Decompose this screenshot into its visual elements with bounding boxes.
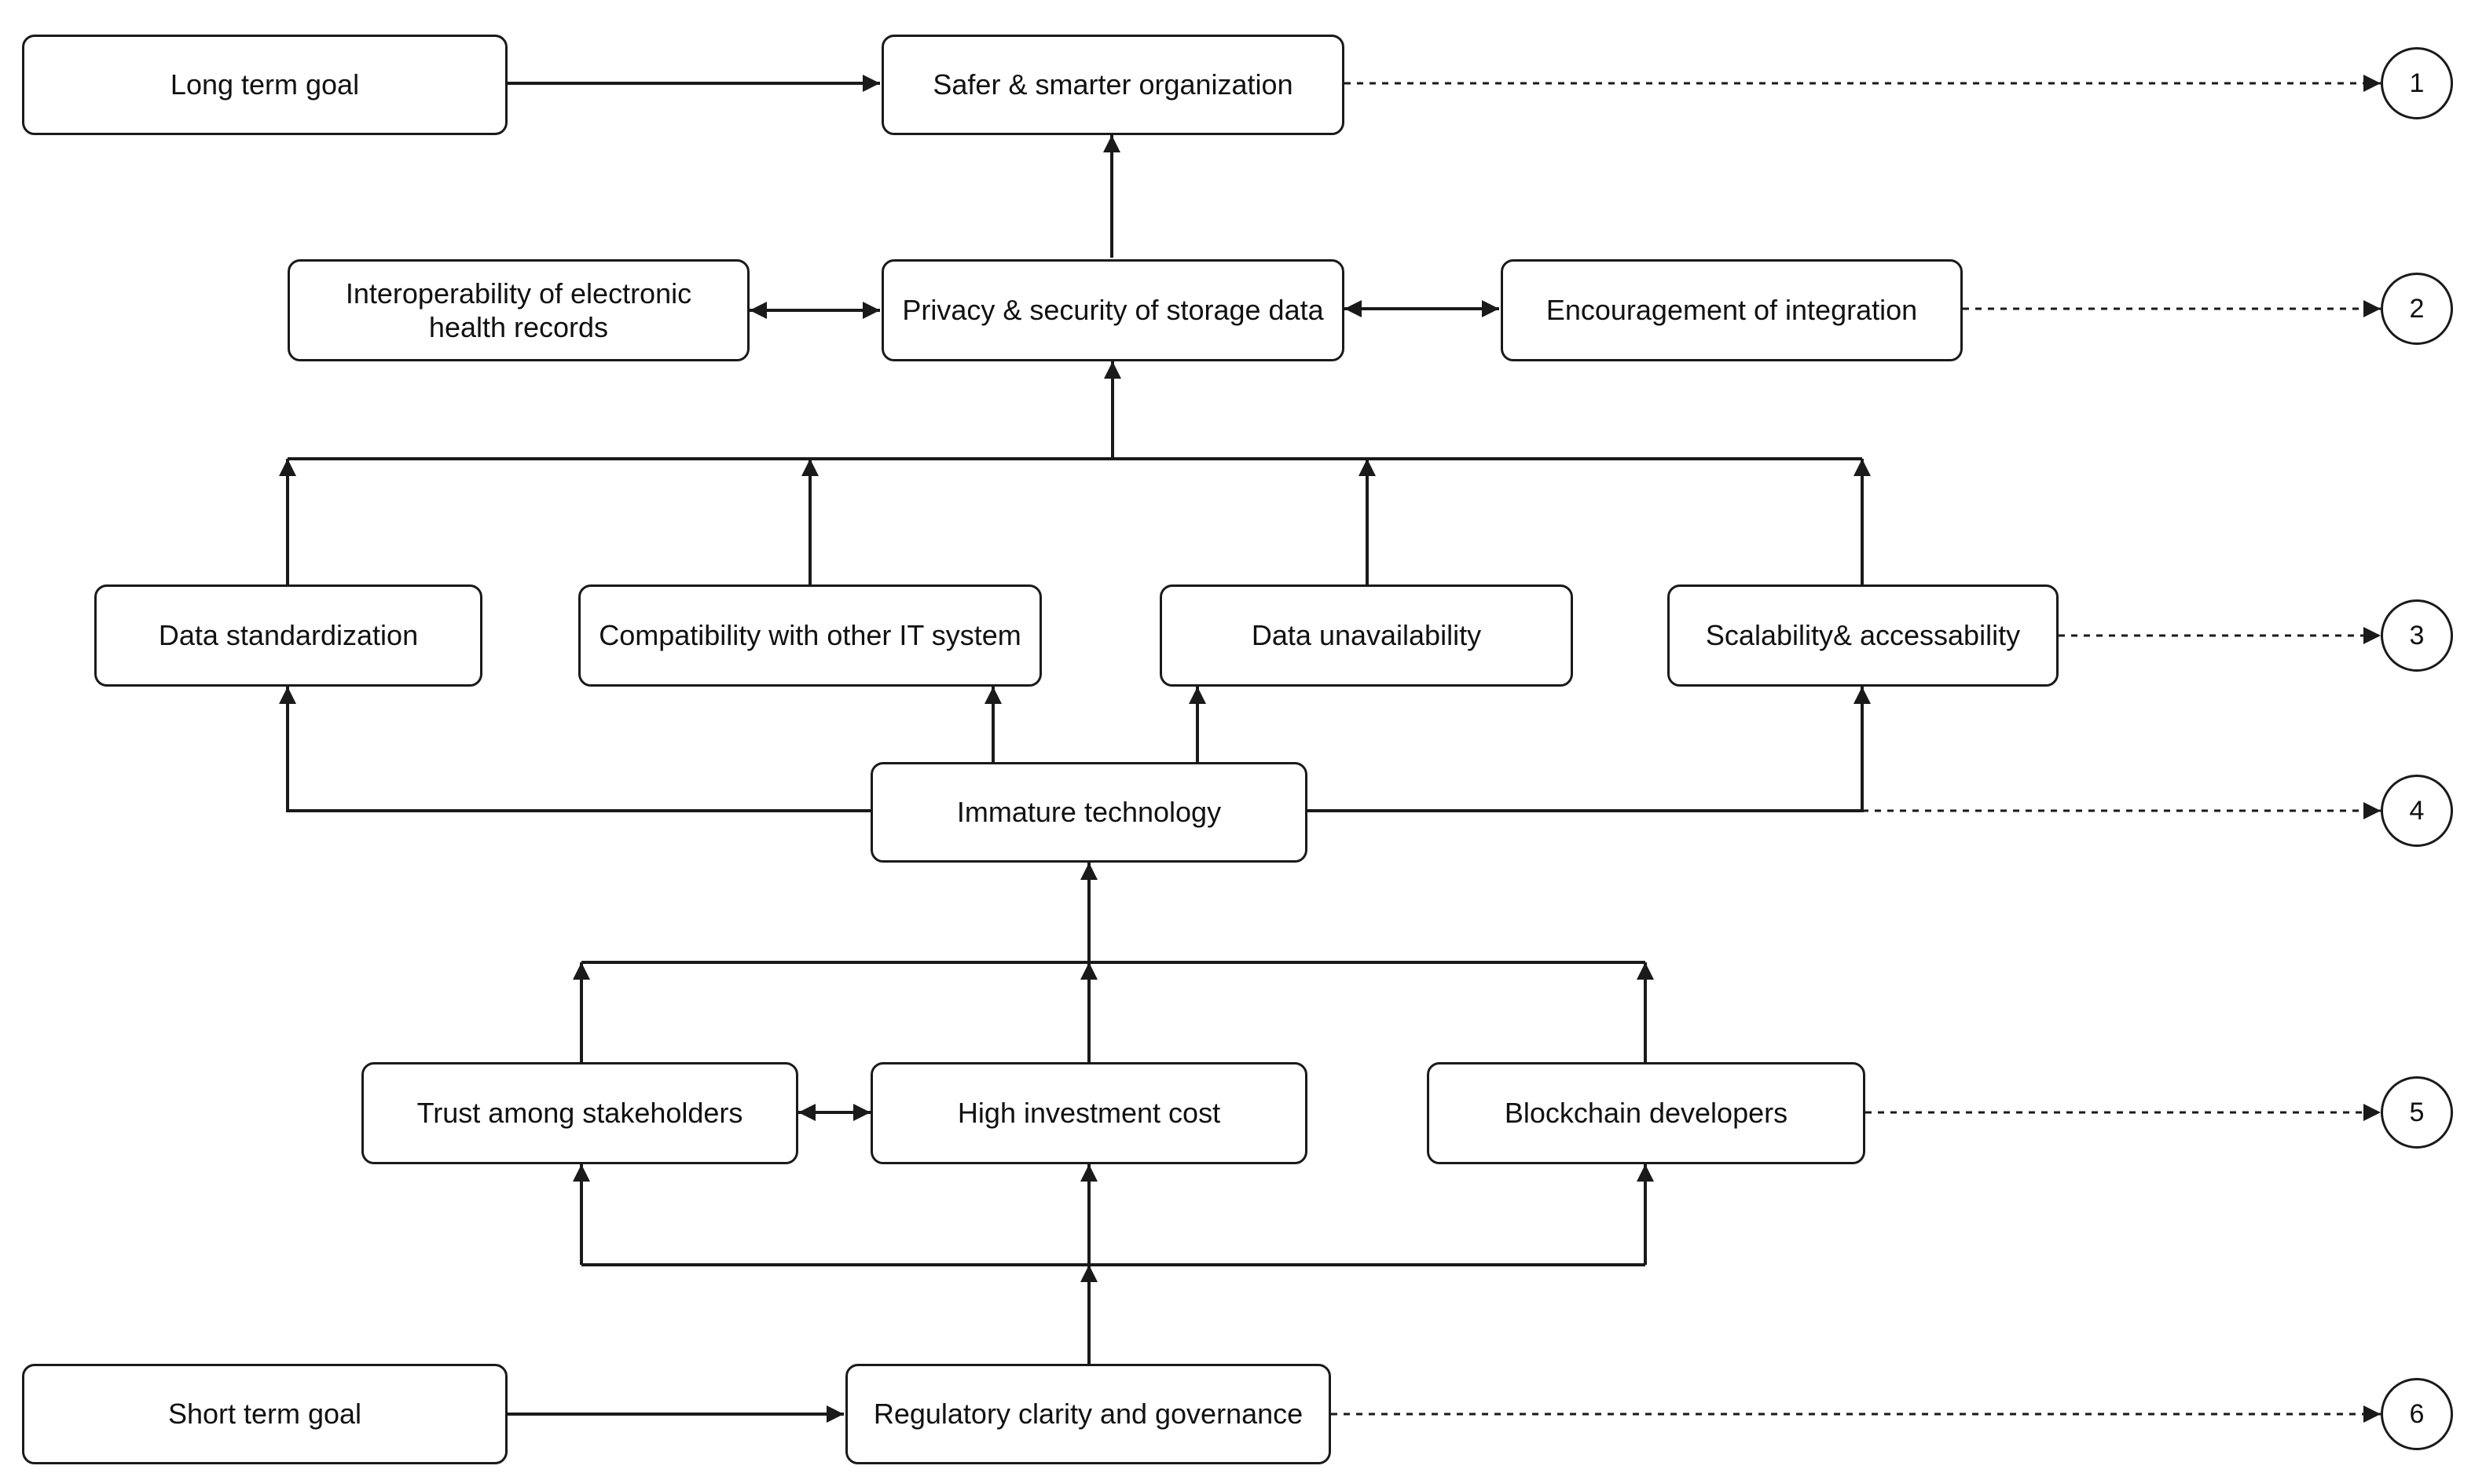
node-data-unavailability: Data unavailability: [1160, 584, 1573, 687]
level-marker-2: 2: [2381, 273, 2453, 345]
level-marker-3: 3: [2381, 599, 2453, 672]
node-compatibility-it: Compatibility with other IT system: [578, 584, 1042, 687]
node-high-investment-cost: High investment cost: [871, 1062, 1307, 1164]
node-blockchain-developers: Blockchain developers: [1427, 1062, 1865, 1164]
level-marker-4: 4: [2381, 775, 2453, 847]
node-interoperability-ehr: Interoperability of electronic health re…: [288, 259, 750, 361]
level-marker-1: 1: [2381, 47, 2453, 119]
node-trust-stakeholders: Trust among stakeholders: [361, 1062, 798, 1164]
edge-immature-to-scalability: [1307, 687, 1871, 812]
edge-immature-to-standardization: [279, 687, 871, 812]
node-scalability-accessability: Scalability& accessability: [1667, 584, 2059, 687]
node-regulatory-clarity: Regulatory clarity and governance: [845, 1364, 1331, 1464]
node-privacy-security: Privacy & security of storage data: [882, 259, 1344, 361]
node-data-standardization: Data standardization: [94, 584, 482, 687]
node-long-term-goal: Long term goal: [22, 35, 508, 135]
level-marker-6: 6: [2381, 1378, 2453, 1450]
level-marker-5: 5: [2381, 1076, 2453, 1149]
node-short-term-goal: Short term goal: [22, 1364, 508, 1464]
node-safer-smarter-organization: Safer & smarter organization: [882, 35, 1344, 135]
node-encouragement-integration: Encouragement of integration: [1501, 259, 1963, 361]
node-immature-technology: Immature technology: [871, 762, 1307, 863]
